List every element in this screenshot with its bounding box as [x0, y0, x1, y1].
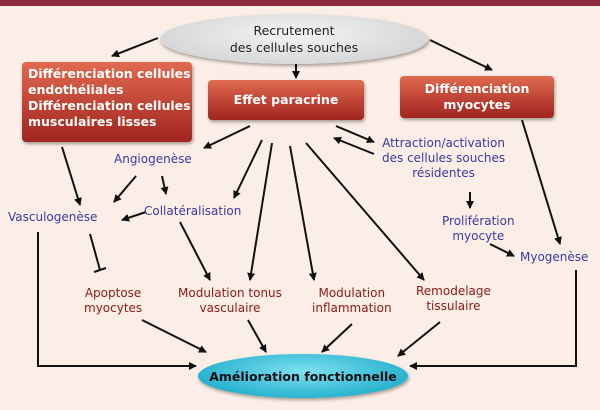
recrutement-line2: des cellules souches	[229, 40, 359, 55]
attraction-line3: résidentes	[412, 166, 475, 180]
arrow-angiogenese-to-collateralisation	[160, 175, 169, 195]
diff-left-line3: Différenciation cellules	[28, 98, 191, 113]
arrow-angiogenese-to-vasculogenese	[113, 175, 137, 203]
recrutement-line1: Recrutement	[253, 23, 335, 38]
arrow-vasculogenese-to-outcome	[37, 232, 197, 370]
outcome-label: Amélioration fonctionnelle	[209, 368, 397, 384]
arrow-modulation-inflammation-to-outcome	[321, 323, 353, 353]
node-proliferation: Prolifération myocyte	[442, 214, 515, 244]
arrow-myogenese-to-outcome	[409, 270, 577, 370]
node-myogenese: Myogenèse	[520, 250, 589, 264]
arrow-paracrine-to-attraction	[335, 125, 375, 143]
inhibition-bar	[93, 267, 107, 273]
attraction-line1: Attraction/activation	[382, 136, 505, 150]
node-apoptose: Apoptose myocytes	[84, 286, 142, 316]
proliferation-line1: Prolifération	[442, 214, 515, 228]
arrow-modulation-tonus-to-outcome	[247, 319, 267, 353]
apoptose-line1: Apoptose	[84, 286, 142, 300]
remodelage-line2: tissulaire	[426, 299, 481, 313]
arrow-recrutement-to-differenciation-myocytes	[429, 39, 493, 71]
arrow-apoptose-to-outcome	[141, 319, 207, 353]
apoptose-line2: myocytes	[84, 301, 143, 315]
node-collateralisation: Collatéralisation	[144, 204, 242, 218]
outcome-ellipse: Amélioration fonctionnelle	[198, 354, 408, 398]
arrow-recrutement-to-differenciation-left	[111, 37, 159, 58]
arrow-paracrine-to-modulation-tonus	[247, 142, 273, 281]
modulation-inflammation-line1: Modulation	[318, 286, 386, 300]
arrow-paracrine-to-modulation-inflammation	[289, 145, 317, 281]
node-modulation-tonus: Modulation tonus vasculaire	[178, 286, 282, 316]
effet-paracrine-label: Effet paracrine	[233, 92, 339, 107]
diff-left-line1: Différenciation cellules	[28, 66, 191, 81]
diff-myocytes-line2: myocytes	[443, 97, 511, 112]
arrow-collateralisation-to-vasculogenese	[121, 211, 147, 222]
arrow-paracrine-to-collateralisation	[233, 139, 263, 199]
node-vasculogenese: Vasculogenèse	[8, 210, 98, 224]
diff-left-line4: musculaires lisses	[28, 114, 157, 129]
arrow-diff-myocytes-to-myogenese	[521, 119, 562, 245]
node-angiogenese: Angiogenèse	[114, 152, 192, 166]
arrow-paracrine-to-remodelage	[305, 142, 425, 281]
arrow-proliferation-to-myogenese	[489, 243, 515, 257]
proliferation-line2: myocyte	[452, 229, 505, 243]
arrow-remodelage-to-outcome	[397, 321, 441, 357]
modulation-inflammation-line2: inflammation	[312, 301, 392, 315]
top-bar	[0, 0, 600, 6]
box-differenciation-cellules: Différenciation cellules endothéliales D…	[22, 62, 192, 142]
arrow-collateralisation-to-modulation-tonus	[179, 221, 211, 281]
modulation-tonus-line1: Modulation tonus	[178, 286, 282, 300]
inhibition-vasculogenese-to-apoptose	[89, 233, 101, 271]
arrow-attraction-to-paracrine	[333, 136, 375, 155]
box-differenciation-myocytes: Différenciation myocytes	[400, 76, 554, 118]
node-modulation-inflammation: Modulation inflammation	[312, 286, 392, 316]
attraction-line2: des cellules souches	[382, 151, 506, 165]
node-attraction: Attraction/activation des cellules souch…	[382, 136, 505, 181]
box-effet-paracrine: Effet paracrine	[208, 80, 364, 120]
recrutement-ellipse: Recrutement des cellules souches	[160, 14, 428, 64]
diff-myocytes-line1: Différenciation	[424, 81, 530, 96]
modulation-tonus-line2: vasculaire	[199, 301, 261, 315]
remodelage-line1: Remodelage	[416, 284, 491, 298]
node-remodelage: Remodelage tissulaire	[416, 284, 491, 314]
diff-left-line2: endothéliales	[28, 82, 124, 97]
arrow-diff-left-to-vasculogenese	[61, 146, 82, 206]
arrow-paracrine-to-angiogenese	[203, 125, 251, 149]
